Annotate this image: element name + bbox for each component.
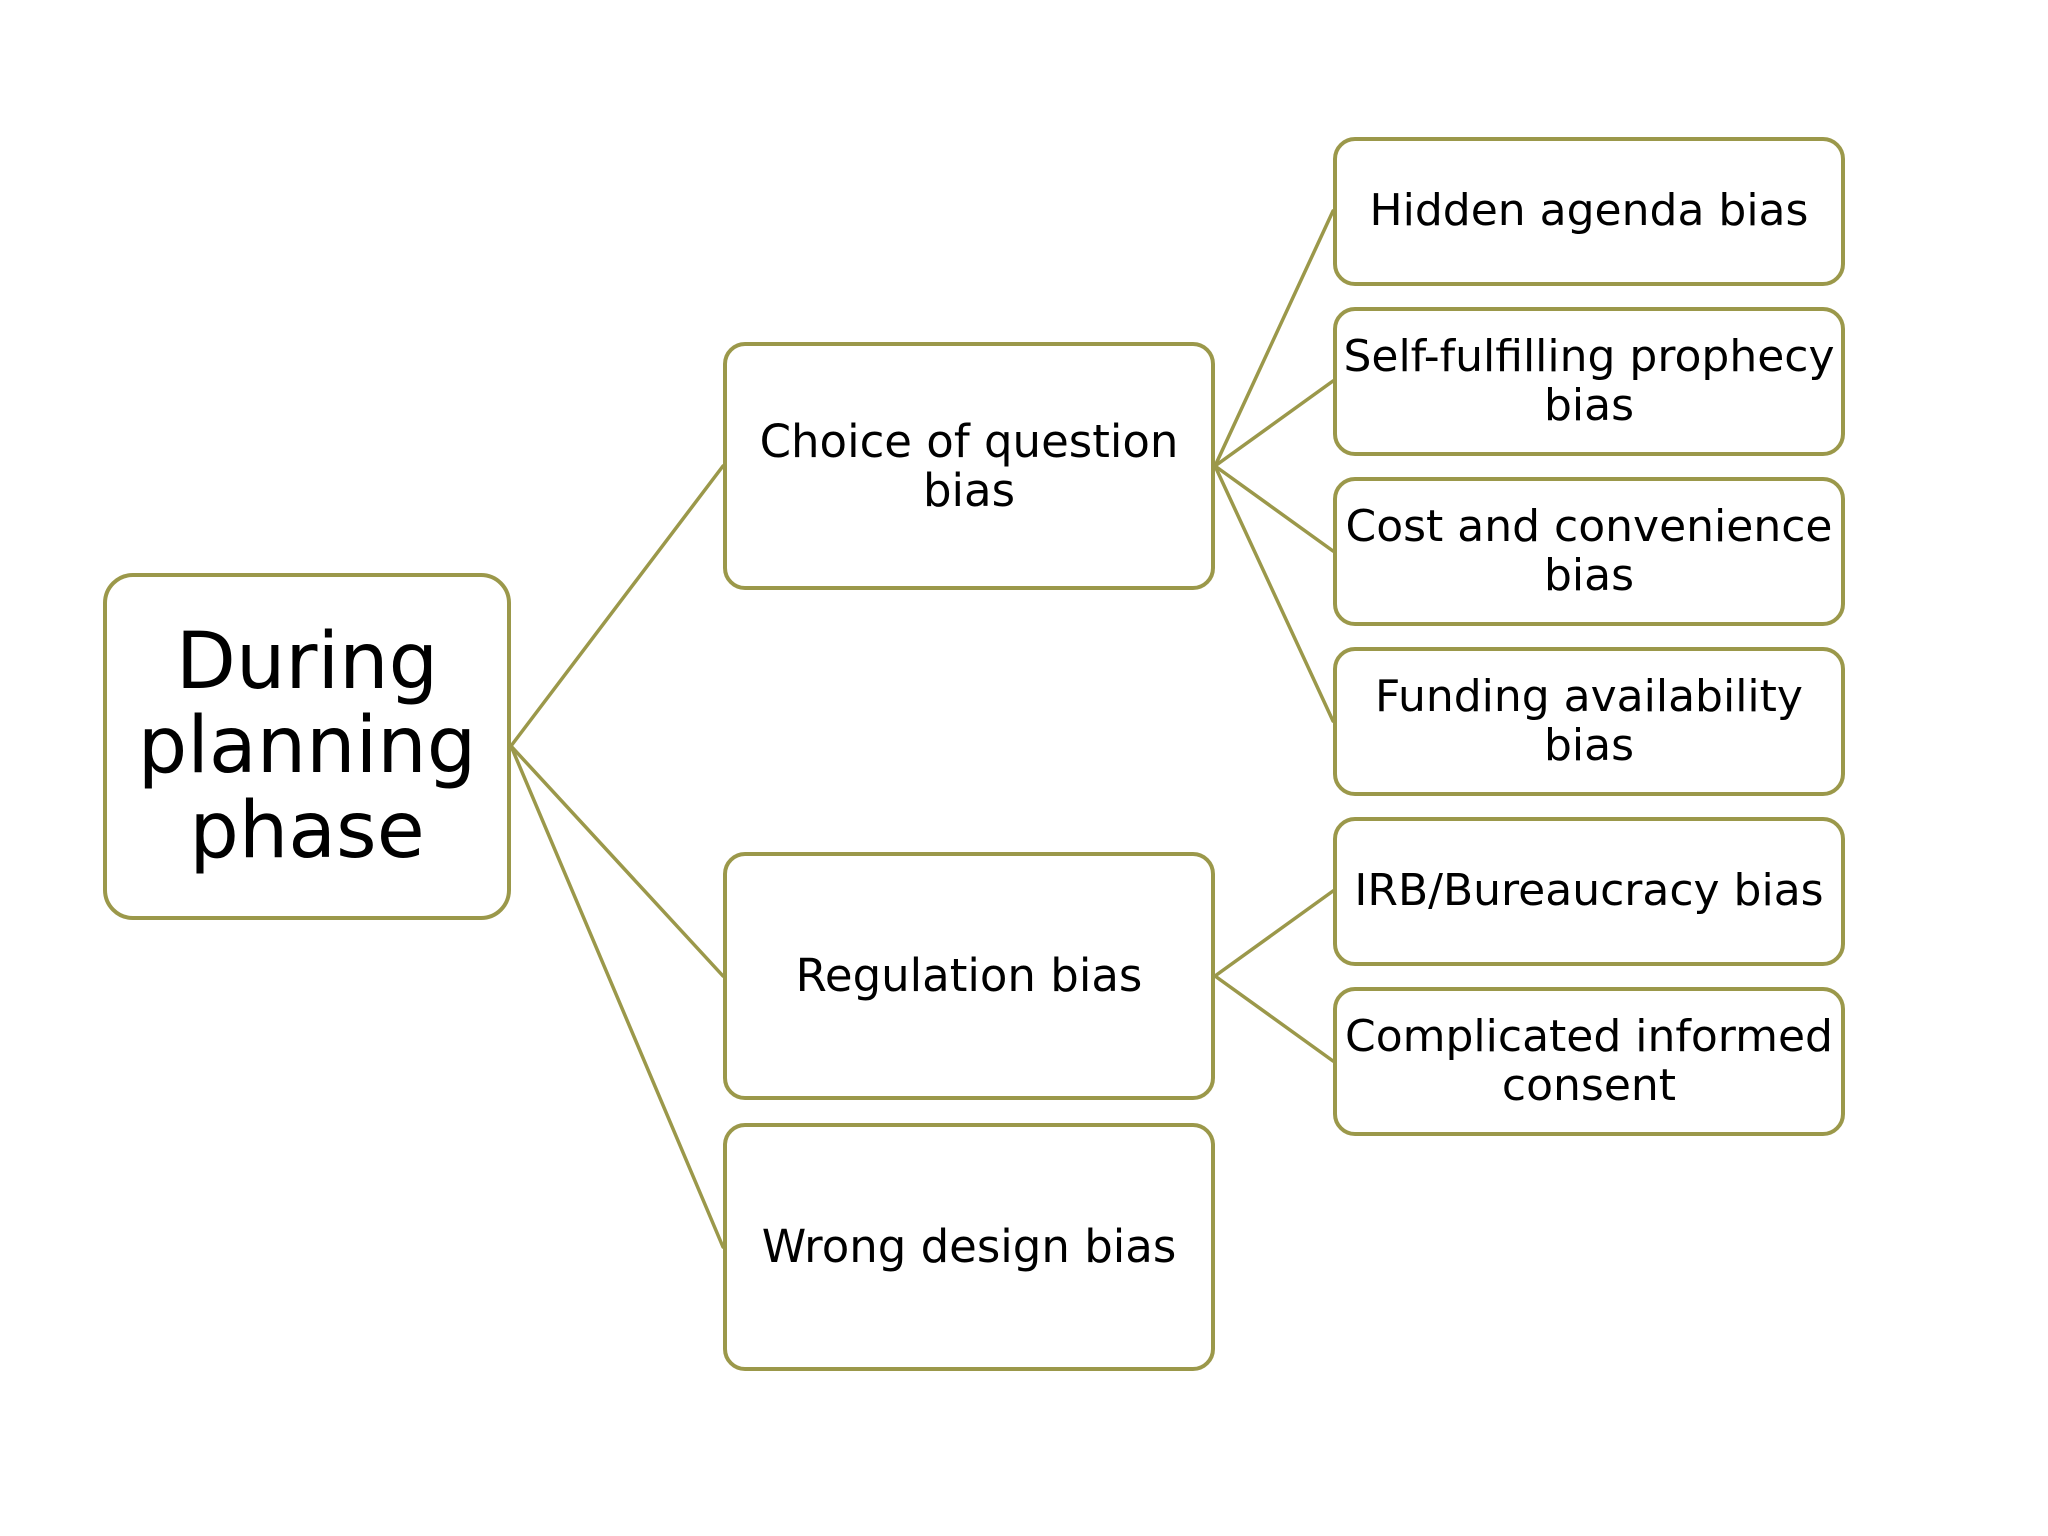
leaf-node-self-fulfilling-prophecy: Self-fulfilling prophecy bias — [1333, 307, 1845, 456]
root-node-planning-phase: During planning phase — [103, 573, 511, 920]
leaf-node-label: Cost and convenience bias — [1345, 501, 1833, 601]
connector-root-to-regulation — [509, 744, 725, 978]
leaf-node-funding-availability: Funding availability bias — [1333, 647, 1845, 796]
branch-node-label: Choice of question bias — [759, 414, 1179, 517]
leaf-node-label: IRB/Bureaucracy bias — [1354, 865, 1824, 917]
leaf-node-label: Funding availability bias — [1375, 671, 1803, 771]
leaf-node-hidden-agenda: Hidden agenda bias — [1333, 137, 1845, 286]
branch-node-regulation: Regulation bias — [723, 852, 1215, 1100]
leaf-node-complicated-informed-consent: Complicated informed consent — [1333, 987, 1845, 1136]
connector-root-to-wrong-design — [509, 744, 725, 1249]
connector-choice-to-funding — [1213, 464, 1335, 723]
connector-choice-to-self-fulfilling — [1213, 379, 1335, 468]
branch-node-wrong-design: Wrong design bias — [723, 1123, 1215, 1371]
connector-regulation-to-consent — [1213, 974, 1335, 1063]
leaf-node-label: Complicated informed consent — [1345, 1011, 1833, 1111]
leaf-node-cost-and-convenience: Cost and convenience bias — [1333, 477, 1845, 626]
branch-node-choice-of-question: Choice of question bias — [723, 342, 1215, 590]
leaf-node-label: Hidden agenda bias — [1369, 185, 1809, 237]
leaf-node-irb-bureaucracy: IRB/Bureaucracy bias — [1333, 817, 1845, 966]
root-node-label: During planning phase — [137, 617, 477, 876]
connector-choice-to-hidden-agenda — [1213, 209, 1335, 468]
branch-node-label: Regulation bias — [795, 949, 1143, 1003]
branch-node-label: Wrong design bias — [761, 1220, 1177, 1274]
connector-regulation-to-irb — [1213, 889, 1335, 978]
connector-choice-to-cost — [1213, 464, 1335, 553]
connector-root-to-choice — [509, 464, 725, 748]
leaf-node-label: Self-fulfilling prophecy bias — [1343, 331, 1835, 431]
